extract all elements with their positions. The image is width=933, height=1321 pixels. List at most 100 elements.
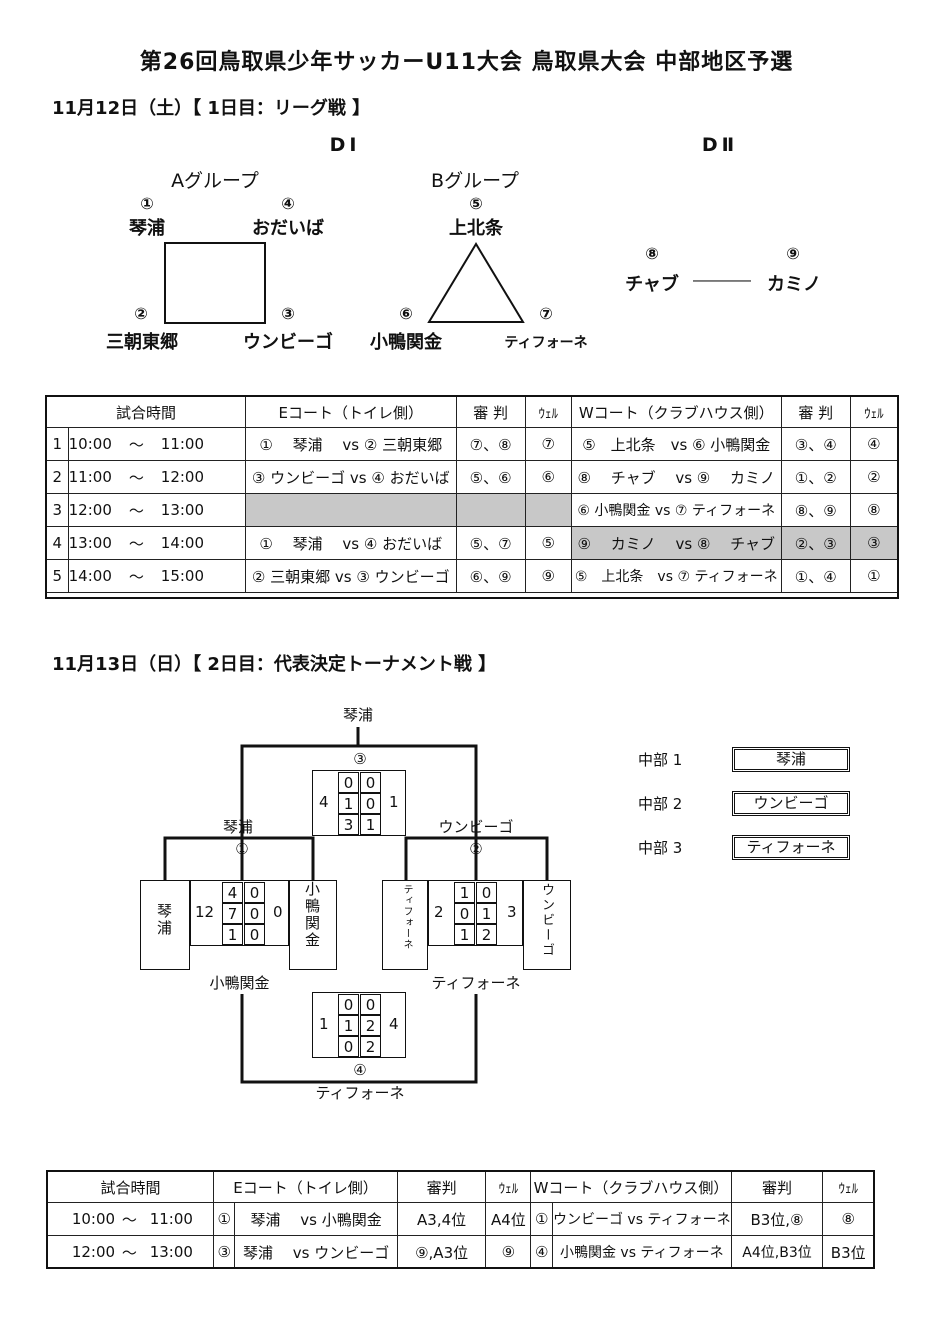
header-time: 試合時間 — [46, 1171, 215, 1203]
day1-schedule-table: 試合時間 Eコート（トイレ側） 審 判 ｳｪﾙ Wコート（クラブハウス側） 審 … — [46, 396, 899, 593]
e-court-referee: ⑤、⑥ — [455, 460, 526, 494]
result-label: 中部 1 — [638, 751, 683, 769]
team-number: ① — [140, 194, 154, 213]
semi1-winner: 琴浦 — [222, 818, 253, 836]
w-court-match: 小鴨関金 vs ティフォーネ — [551, 1235, 732, 1269]
score-cell: 1 — [454, 924, 475, 945]
w-court-well: ④ — [849, 427, 899, 461]
team-name: ウンビーゴ — [539, 883, 554, 958]
w-court-referee: A4位,B3位 — [730, 1235, 824, 1269]
score-cell: 2 — [476, 924, 497, 945]
team-name: 琴浦 — [129, 218, 165, 239]
team-number: ③ — [281, 304, 295, 323]
start-time: 14:00 — [67, 559, 112, 593]
e-court-match-number: ③ — [213, 1235, 236, 1269]
e-court-well: ⑨ — [485, 1235, 532, 1269]
table-row: 12:00 ～ 13:00 ③ 琴浦 vs ウンビーゴ ⑨,A3位 ⑨ ④ 小鴨… — [47, 1235, 874, 1269]
e-court-match: 琴浦 vs ウンビーゴ — [234, 1235, 398, 1269]
score-cell: 0 — [454, 903, 475, 924]
e-court-referee: ⑨,A3位 — [396, 1235, 487, 1269]
w-court-match: ウンビーゴ vs ティフォーネ — [551, 1202, 732, 1236]
score-cell: 2 — [360, 1015, 381, 1036]
team-name: カミノ — [767, 274, 821, 295]
score-total-left: 12 — [195, 903, 215, 921]
e-court-match: ② 三朝東郷 vs ③ ウンビーゴ — [244, 559, 457, 593]
table-row: 5 14:00 ～ 15:00 ② 三朝東郷 vs ③ ウンビーゴ ⑥、⑨ ⑨ … — [46, 559, 899, 593]
start-time: 10:00 — [67, 427, 112, 461]
table-row: 2 11:00 ～ 12:00 ③ ウンビーゴ vs ④ おだいば ⑤、⑥ ⑥ … — [46, 460, 899, 494]
result-team: ティフォーネ — [732, 835, 850, 860]
table-row: 4 13:00 ～ 14:00 ① 琴浦 vs ④ おだいば ⑤、⑦ ⑤ ⑨ カ… — [46, 526, 899, 560]
team-name: 小鴨関金 — [370, 332, 442, 353]
score-cell: 0 — [338, 994, 359, 1015]
time-tilde: ～ — [115, 1202, 144, 1236]
e-court-match: ③ ウンビーゴ vs ④ おだいば — [244, 460, 457, 494]
semi1-right-team-box: 小鴨関金 — [289, 880, 337, 970]
e-court-well — [524, 493, 572, 527]
time-tilde: ～ — [111, 526, 161, 560]
w-court-match: ⑤ 上北条 vs ⑦ ティフォーネ — [570, 559, 782, 593]
score-cell: 1 — [338, 793, 359, 814]
team-name: 小鴨関金 — [303, 881, 321, 949]
semi1-left-team-box: 琴浦 — [140, 880, 190, 970]
team-name: チャブ — [625, 274, 679, 295]
semi2-left-team-box: ティフォーネ — [382, 880, 428, 970]
semi2-loser: ティフォーネ — [431, 974, 521, 992]
e-court-referee: ⑥、⑨ — [455, 559, 526, 593]
semi1-loser: 小鴨関金 — [209, 974, 270, 992]
team-number: ⑧ — [645, 244, 659, 263]
score-total-left: 2 — [434, 903, 444, 921]
group-a-square — [164, 242, 266, 324]
score-cell: 7 — [222, 903, 243, 924]
semi2-right-team-box: ウンビーゴ — [523, 880, 571, 970]
table-row: 10:00 ～ 11:00 ① 琴浦 vs 小鴨関金 A3,4位 A4位 ① ウ… — [47, 1202, 874, 1236]
team-name: ウンビーゴ — [243, 332, 333, 353]
team-name: ティフォーネ — [401, 884, 412, 950]
table-row: 1 10:00 ～ 11:00 ① 琴浦 vs ② 三朝東郷 ⑦、⑧ ⑦ ⑤ 上… — [46, 427, 899, 461]
header-referee: 審判 — [396, 1171, 487, 1203]
result-label: 中部 3 — [638, 839, 683, 857]
score-cell: 1 — [338, 1015, 359, 1036]
e-court-match-number: ① — [213, 1202, 236, 1236]
score-cell: 0 — [338, 772, 359, 793]
e-court-referee: A3,4位 — [396, 1202, 487, 1236]
w-court-referee: ②、③ — [780, 526, 851, 560]
score-cell: 1 — [454, 882, 475, 903]
day1-heading: 11月12日（土）【 1日目：リーグ戦 】 — [52, 98, 371, 119]
header-referee: 審 判 — [780, 396, 851, 428]
e-court-referee — [455, 493, 526, 527]
score-total-right: 3 — [507, 903, 517, 921]
page-title: 第26回鳥取県少年サッカーU11大会 鳥取県大会 中部地区予選 — [139, 50, 794, 75]
group-b-triangle — [427, 242, 525, 323]
match-connector: ―――― — [693, 271, 751, 289]
team-name: 三朝東郷 — [106, 332, 178, 353]
day2-schedule-table: 試合時間 Eコート（トイレ側） 審判 ｳｪﾙ Wコート（クラブハウス側） 審判 … — [46, 1171, 874, 1269]
w-court-well: ① — [849, 559, 899, 593]
w-court-match-number: ① — [530, 1202, 553, 1236]
semi1-match-number: ① — [235, 840, 249, 858]
third-place-winner: ティフォーネ — [315, 1084, 405, 1102]
header-referee: 審 判 — [455, 396, 526, 428]
header-w-court: Wコート（クラブハウス側） — [530, 1171, 732, 1203]
e-court-well: A4位 — [485, 1202, 532, 1236]
semi2-winner: ウンビーゴ — [438, 818, 514, 836]
result-label: 中部 2 — [638, 795, 683, 813]
w-court-well: ⑧ — [849, 493, 899, 527]
header-time: 試合時間 — [46, 396, 246, 428]
end-time: 13:00 — [143, 1235, 215, 1269]
w-court-referee: ①、② — [780, 460, 851, 494]
e-court-well: ⑦ — [524, 427, 572, 461]
table-row: 3 12:00 ～ 13:00 ⑥ 小鴨関金 vs ⑦ ティフォーネ ⑧、⑨ ⑧ — [46, 493, 899, 527]
score-cell: 0 — [244, 903, 265, 924]
e-court-match — [244, 493, 457, 527]
division-1-label: DⅠ — [329, 134, 361, 156]
score-total-right: 0 — [273, 903, 283, 921]
score-cell: 1 — [222, 924, 243, 945]
time-tilde: ～ — [111, 493, 161, 527]
w-court-well: ⑧ — [822, 1202, 874, 1236]
score-cell: 0 — [338, 1036, 359, 1057]
end-time: 11:00 — [143, 1202, 215, 1236]
team-name: 上北条 — [449, 218, 503, 239]
final-match-number: ③ — [353, 750, 367, 768]
